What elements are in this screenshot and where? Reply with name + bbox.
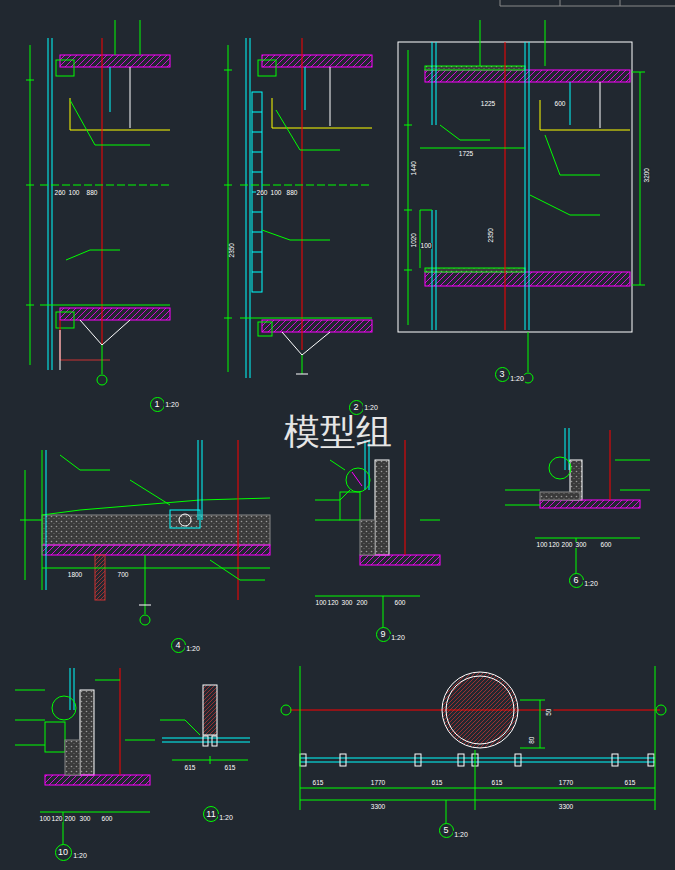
scale: 1:20 — [583, 580, 599, 587]
dimension: 600 — [394, 600, 407, 607]
dimension: 120 — [327, 600, 340, 607]
dimension: 100 — [270, 190, 283, 197]
detail-number: 9 — [380, 630, 385, 639]
dimension: 50 — [547, 707, 554, 716]
scale: 1:20 — [218, 814, 234, 821]
dimension: 100 — [420, 243, 433, 250]
dimension: 100 — [536, 542, 549, 549]
detail-number-circle: 5 — [439, 823, 454, 838]
detail-number: 11 — [206, 810, 215, 819]
scale: 1:20 — [363, 404, 379, 411]
dimension: 300 — [575, 542, 588, 549]
detail-number-circle: 6 — [569, 573, 584, 588]
watermark: 模型组 — [283, 414, 393, 450]
dimension: 100 — [68, 190, 81, 197]
dimension: 1020 — [411, 232, 418, 248]
detail-number-circle: 2 — [349, 400, 364, 415]
dimension: 600 — [554, 101, 567, 108]
dimension: 600 — [101, 816, 114, 823]
dimension: 3300 — [370, 804, 386, 811]
dimension: 1800 — [67, 572, 83, 579]
detail-number-circle: 10 — [55, 844, 72, 861]
detail-number-circle: 9 — [376, 627, 391, 642]
detail-number: 4 — [175, 641, 180, 650]
scale: 1:20 — [453, 831, 469, 838]
dimension: 120 — [51, 816, 64, 823]
dimension: 1440 — [411, 160, 418, 176]
dimension: 200 — [356, 600, 369, 607]
dimension: 600 — [600, 542, 613, 549]
scale: 1:20 — [390, 634, 406, 641]
detail-number-circle: 11 — [203, 806, 219, 822]
detail-number: 6 — [573, 576, 578, 585]
detail-number: 10 — [58, 848, 68, 857]
dimension: 2350 — [488, 227, 495, 243]
detail-number: 5 — [443, 826, 448, 835]
dimension: 1770 — [558, 780, 574, 787]
dimension: 1725 — [458, 151, 474, 158]
dimension: 880 — [286, 190, 299, 197]
dimension: 615 — [431, 780, 444, 787]
dimension: 80 — [530, 735, 537, 744]
scale: 1:20 — [509, 375, 525, 382]
dimension: 615 — [184, 765, 197, 772]
dimension: 100 — [39, 816, 52, 823]
scale: 1:20 — [72, 852, 88, 859]
dimension: 300 — [79, 816, 92, 823]
dimension: 615 — [624, 780, 637, 787]
dimension: 1770 — [370, 780, 386, 787]
detail-number-circle: 1 — [150, 397, 165, 412]
detail-number: 2 — [353, 403, 358, 412]
dimension: 120 — [548, 542, 561, 549]
dimension: 300 — [341, 600, 354, 607]
detail-number-circle: 3 — [495, 367, 510, 382]
dimension: 700 — [117, 572, 130, 579]
scale: 1:20 — [164, 401, 180, 408]
dimension: 260 — [256, 190, 269, 197]
dimension: 3300 — [558, 804, 574, 811]
detail-number: 1 — [154, 400, 159, 409]
dimension: 880 — [86, 190, 99, 197]
dimension: 200 — [561, 542, 574, 549]
scale: 1:20 — [185, 645, 201, 652]
dimension: 200 — [64, 816, 77, 823]
dimension: 260 — [54, 190, 67, 197]
dimension: 615 — [491, 780, 504, 787]
dimension: 2350 — [229, 242, 236, 258]
detail-number: 3 — [499, 370, 504, 379]
dimension: 1225 — [480, 101, 496, 108]
dimension: 615 — [312, 780, 325, 787]
dimension: 615 — [224, 765, 237, 772]
detail-number-circle: 4 — [171, 638, 186, 653]
dimension: 3200 — [644, 167, 651, 183]
dimension: 100 — [315, 600, 328, 607]
